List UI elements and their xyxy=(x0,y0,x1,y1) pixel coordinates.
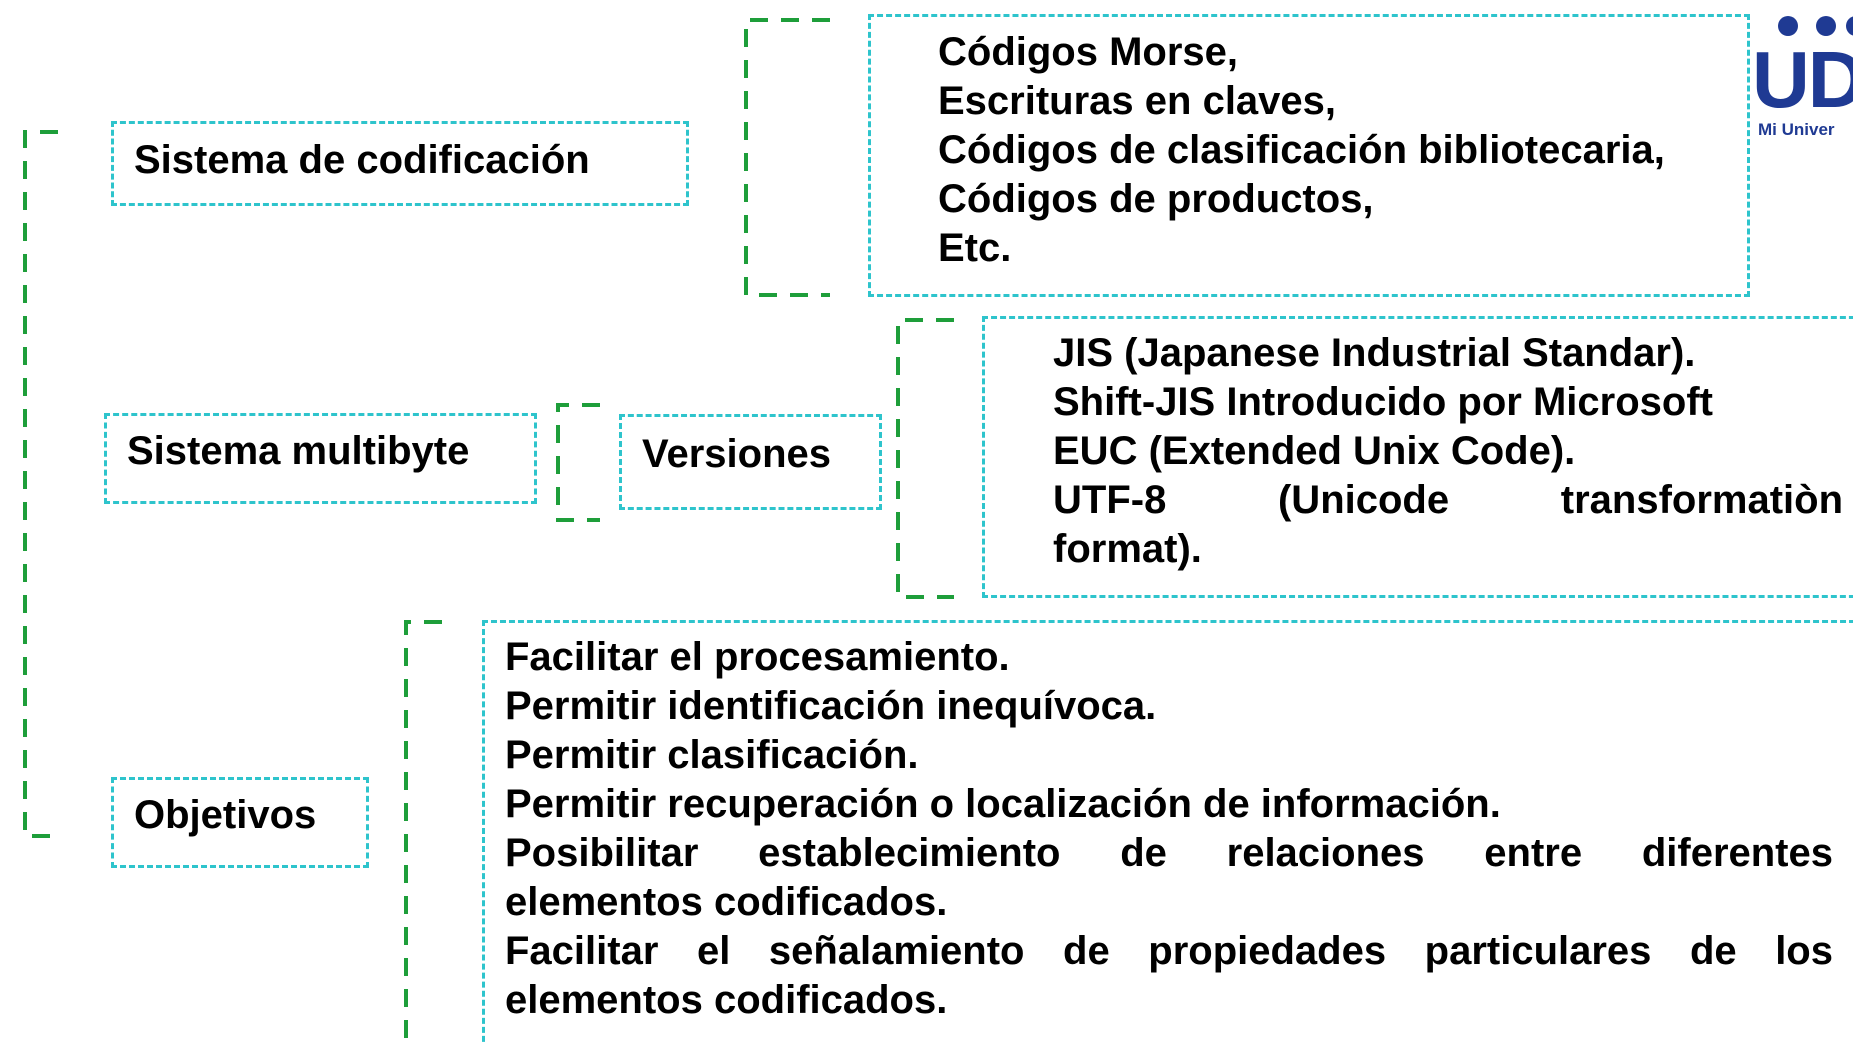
version-item-utf8: UTF-8 (Unicode transformatiòn xyxy=(1053,478,1843,522)
versiones-label: Versiones xyxy=(642,432,832,476)
logo-dot xyxy=(1778,16,1798,36)
versiones-list-box xyxy=(982,316,1853,598)
example-item: Etc. xyxy=(938,226,1012,270)
codificacion-examples-list: Códigos Morse, Escrituras en claves, Cód… xyxy=(938,28,1665,273)
codificacion-examples-box xyxy=(868,14,1750,297)
example-item: Códigos de clasificación bibliotecaria, xyxy=(938,128,1665,172)
example-item: Códigos Morse, xyxy=(938,30,1239,74)
objetivos-box xyxy=(111,777,369,868)
objetivo-item: Permitir clasificación. xyxy=(505,733,919,777)
logo-wordmark: UD xyxy=(1752,35,1853,124)
sistema-multibyte-label: Sistema multibyte xyxy=(127,429,470,473)
objetivos-list: Facilitar el procesamiento. Permitir ide… xyxy=(505,633,1833,1025)
sistema-codificacion-box xyxy=(111,121,689,206)
objetivo-item: Permitir recuperación o localización de … xyxy=(505,782,1501,826)
versiones-box xyxy=(619,414,882,510)
example-item: Códigos de productos, xyxy=(938,177,1374,221)
objetivo-item: Facilitar el procesamiento. xyxy=(505,635,1010,679)
example-item: Escrituras en claves, xyxy=(938,79,1337,123)
objetivo-item-cont: elementos codificados. xyxy=(505,978,948,1022)
sistema-multibyte-box xyxy=(104,413,537,504)
logo-tagline: Mi Univer xyxy=(1758,120,1835,139)
versiones-bracket xyxy=(896,318,954,599)
objetivos-label: Objetivos xyxy=(134,793,317,837)
university-logo: UD Mi Univer xyxy=(1730,0,1853,170)
version-item-shift-jis: Shift-JIS Introducido por Microsoft xyxy=(1053,380,1713,424)
version-item-euc: EUC (Extended Unix Code). xyxy=(1053,429,1576,473)
multibyte-bracket xyxy=(556,403,600,522)
codificacion-bracket xyxy=(744,18,830,297)
main-bracket xyxy=(23,130,58,838)
sistema-codificacion-label: Sistema de codificación xyxy=(134,138,590,182)
objetivos-bracket xyxy=(404,620,442,1044)
objetivo-item: Permitir identificación inequívoca. xyxy=(505,684,1157,728)
versiones-list: JIS (Japanese Industrial Standar). Shift… xyxy=(1053,329,1843,574)
objetivo-item-cont: elementos codificados. xyxy=(505,880,948,924)
objetivo-item: Posibilitar establecimiento de relacione… xyxy=(505,831,1833,875)
version-item-jis: JIS (Japanese Industrial Standar). xyxy=(1053,331,1696,375)
version-item-utf8-cont: format). xyxy=(1053,527,1202,571)
logo-dot xyxy=(1816,16,1836,36)
logo-dot xyxy=(1846,16,1853,36)
objetivo-item: Facilitar el señalamiento de propiedades… xyxy=(505,929,1833,973)
objetivos-list-box xyxy=(482,620,1853,1044)
